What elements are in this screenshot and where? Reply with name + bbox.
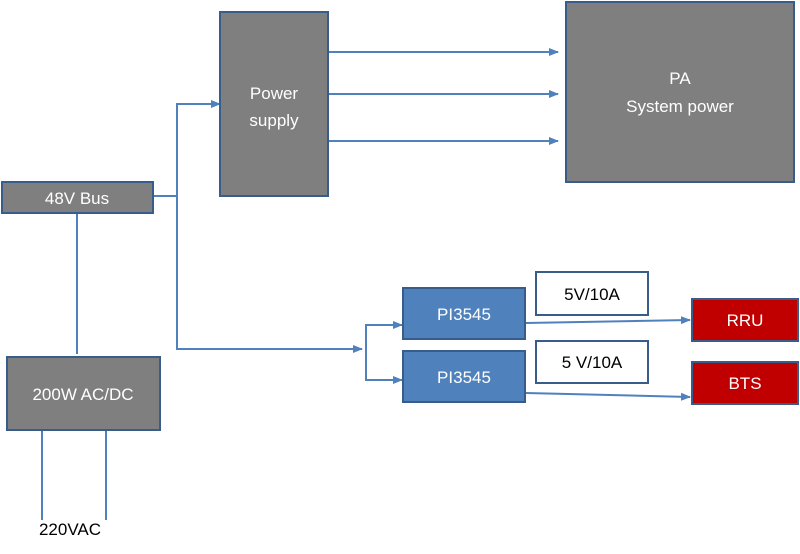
bts-label: BTS [728, 374, 761, 393]
pi-top-label: PI3545 [437, 305, 491, 324]
bts-block: BTS [691, 361, 799, 405]
pi-bottom-feed-arrow [365, 349, 403, 384]
pa-label-line2: System power [626, 97, 734, 116]
power-supply-label-line1: Power [250, 84, 299, 103]
bus-block: 48V Bus [1, 181, 154, 214]
bus-to-power-supply-arrow [176, 100, 221, 196]
ac-input-label: 220VAC [39, 520, 101, 539]
power-supply-block: Power supply [219, 11, 329, 197]
pi-bottom-to-bts-arrow [525, 392, 691, 401]
acdc-block: 200W AC/DC [6, 356, 161, 431]
acdc-label: 200W AC/DC [32, 385, 133, 404]
bus-label: 48V Bus [45, 189, 109, 208]
bus-to-pi-trunk-line [176, 196, 363, 353]
rru-block: RRU [691, 298, 799, 342]
rating-bottom-label: 5 V/10A [562, 353, 623, 372]
pi-top-to-rru-arrow [525, 316, 691, 325]
pa-system-power-block: PA System power [565, 1, 795, 183]
pi-bottom-label: PI3545 [437, 368, 491, 387]
connectors [41, 48, 691, 520]
pi-top-block: PI3545 [402, 287, 526, 340]
rating-bottom-box: 5 V/10A [535, 340, 649, 384]
pi-top-feed-arrow [365, 321, 403, 349]
rating-top-box: 5V/10A [535, 271, 649, 316]
pi-bottom-block: PI3545 [402, 350, 526, 403]
rru-label: RRU [727, 311, 764, 330]
power-supply-label-line2: supply [249, 111, 299, 130]
pa-label-line1: PA [669, 69, 691, 88]
rating-top-label: 5V/10A [564, 285, 620, 304]
